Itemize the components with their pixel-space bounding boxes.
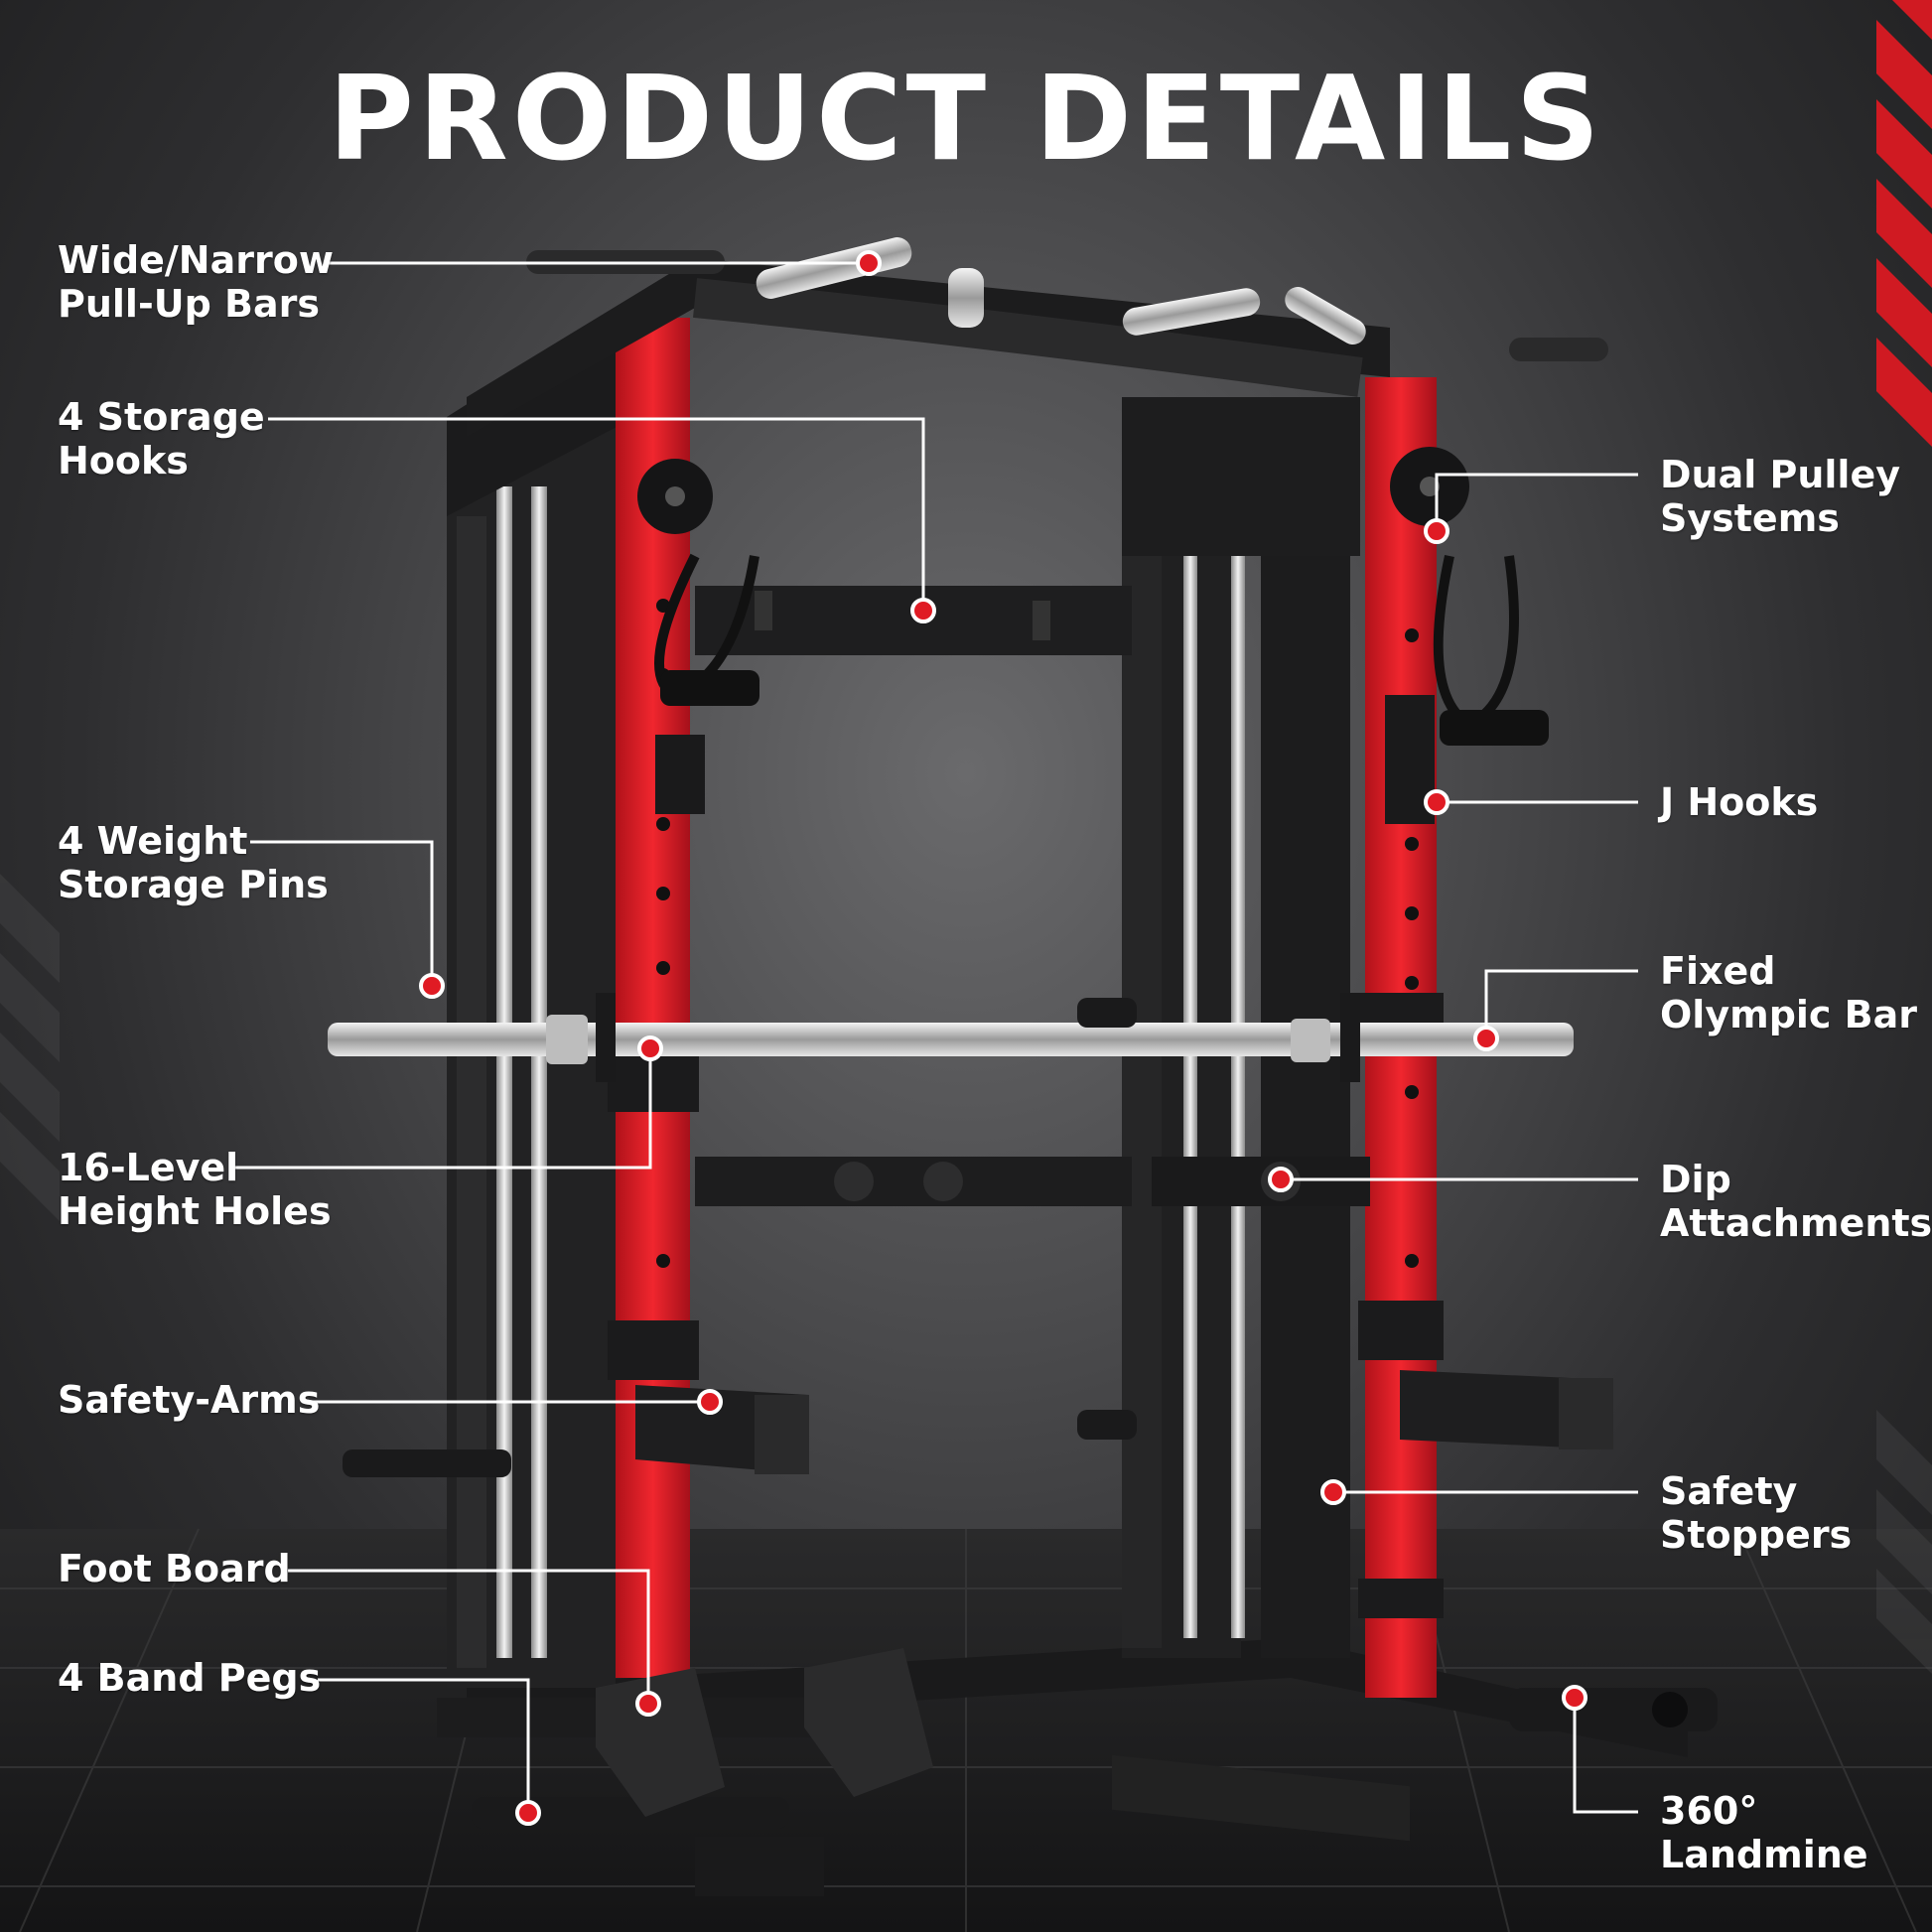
label-weight-storage-pins: 4 Weight Storage Pins [58,819,329,906]
label-band-pegs: 4 Band Pegs [58,1656,321,1700]
callout-dot-weight [419,973,445,999]
label-line: Safety-Arms [58,1378,321,1422]
callout-line-storage [268,417,925,611]
page-title: PRODUCT DETAILS [328,50,1604,187]
label-line: 4 Weight [58,819,248,863]
callout-dot-height [637,1035,663,1061]
label-line: Stoppers [1660,1513,1853,1557]
label-line: Storage Pins [58,863,329,906]
callout-line-olympic [1484,969,1638,1038]
label-line: Dual Pulley [1660,453,1900,496]
label-line: Landmine [1660,1833,1868,1876]
label-pullup-bars: Wide/Narrow Pull-Up Bars [58,238,334,326]
label-line: Dip [1660,1158,1731,1201]
label-landmine: 360° Landmine [1660,1789,1868,1876]
label-line: 4 Storage [58,395,265,439]
callout-dot-olympic [1473,1026,1499,1051]
label-line: Pull-Up Bars [58,282,320,326]
callout-line-band [318,1678,530,1813]
label-line: Foot Board [58,1547,291,1590]
label-line: 16-Level [58,1146,239,1189]
label-line: Fixed [1660,949,1776,993]
label-safety-arms: Safety-Arms [58,1378,320,1422]
callout-dot-safety-arms [697,1389,723,1415]
label-foot-board: Foot Board [58,1547,291,1590]
label-dual-pulley: Dual Pulley Systems [1660,453,1900,540]
callout-line-foot [288,1569,650,1704]
label-line: Attachments [1660,1201,1932,1245]
label-line: 4 Band Pegs [58,1656,322,1700]
label-line: Olympic Bar [1660,993,1918,1036]
red-stripes-decoration [1876,0,1932,447]
label-line: Wide/Narrow [58,238,334,282]
callout-dot-foot [635,1691,661,1717]
callout-dot-storage [910,598,936,623]
label-line: Safety [1660,1469,1798,1513]
label-line: Hooks [58,439,189,483]
callout-dot-jhooks [1424,789,1449,815]
callout-line-landmine [1573,1698,1638,1814]
callout-dot-pulley [1424,518,1449,544]
callout-dot-landmine [1562,1685,1587,1711]
label-line: Systems [1660,496,1840,540]
label-storage-hooks: 4 Storage Hooks [58,395,265,483]
label-olympic-bar: Fixed Olympic Bar [1660,949,1917,1036]
callout-line-weight [250,840,434,986]
callout-line-pulley [1435,473,1638,531]
callout-dot-dip [1268,1167,1294,1192]
callout-dot-pullup [856,250,882,276]
label-line: J Hooks [1660,780,1819,824]
label-line: Height Holes [58,1189,332,1233]
label-line: 360° [1660,1789,1758,1833]
label-safety-stoppers: Safety Stoppers [1660,1469,1852,1557]
callout-dot-band [515,1800,541,1826]
callout-dot-stoppers [1320,1479,1346,1505]
callout-line-height [233,1048,652,1170]
label-height-holes: 16-Level Height Holes [58,1146,332,1233]
label-j-hooks: J Hooks [1660,780,1818,824]
label-dip-attachments: Dip Attachments [1660,1158,1932,1245]
